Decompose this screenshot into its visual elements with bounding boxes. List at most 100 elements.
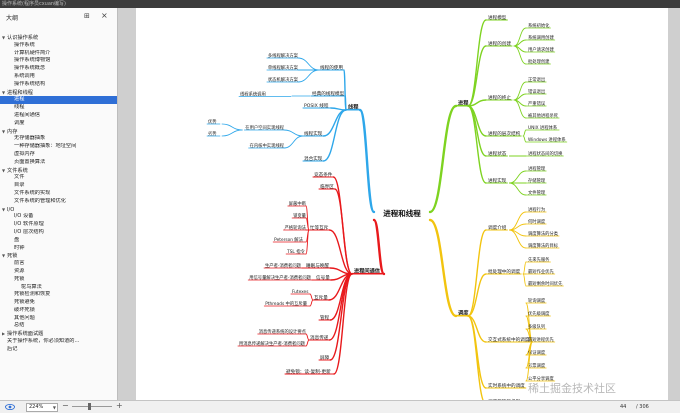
mindmap-node-label[interactable]: 进程模型 (488, 14, 507, 21)
mindmap-node-label[interactable]: 调度介绍 (488, 224, 507, 231)
sidebar-item[interactable]: 死锁检测和恢复 (0, 291, 117, 299)
mindmap-node-label[interactable]: 互斥量 (314, 294, 328, 301)
mindmap-node-label[interactable]: 调度 (458, 309, 469, 317)
mindmap-node-label[interactable]: Peterson 解法 (274, 236, 303, 243)
mindmap-node-label[interactable]: 正常退出 (528, 76, 545, 83)
mindmap-node-label[interactable]: 调度算法的分类 (528, 230, 559, 237)
mindmap-node-label[interactable]: 系统初始化 (528, 22, 550, 29)
chevron-down-icon[interactable]: ▼ (2, 253, 6, 259)
mindmap-node-label[interactable]: 竞态条件 (314, 171, 333, 178)
mindmap-node-label[interactable]: 单线程解决方案 (268, 64, 299, 71)
sidebar-item[interactable]: ▼进程和线程 (0, 89, 117, 97)
mindmap-node-label[interactable]: 在内核中实现线程 (250, 142, 285, 149)
sidebar-item[interactable]: 线程 (0, 104, 117, 112)
mindmap-node-label[interactable]: 消息传递系统的设计要点 (259, 328, 307, 335)
mindmap-node-label[interactable]: Futexes (292, 289, 309, 295)
sidebar-item[interactable]: 进程间通信 (0, 112, 117, 120)
chevron-down-icon[interactable]: ▼ (2, 89, 6, 95)
sidebar-item[interactable]: 进程 (0, 96, 117, 105)
mindmap-node-label[interactable]: 先来先服务 (528, 256, 550, 263)
mindmap-node-label[interactable]: Windows 进程体系 (528, 136, 566, 143)
mindmap-node-label[interactable]: 线程实现 (304, 130, 323, 137)
mindmap-node-label[interactable]: 实时系统中的调度 (488, 382, 525, 389)
sidebar-item[interactable]: 破坏死锁 (0, 307, 117, 315)
mindmap-node-label[interactable]: 经典的线程模型 (312, 90, 345, 97)
mindmap-node-label[interactable]: 混合实现 (304, 155, 323, 162)
sidebar-item[interactable]: 无存储器抽象 (0, 135, 117, 143)
sidebar-item[interactable]: 死锁避免 (0, 299, 117, 307)
mindmap-node-label[interactable]: 屏蔽中断 (289, 200, 307, 207)
mindmap-node-label[interactable]: 用信号量解决生产者-消费者问题 (249, 274, 311, 281)
sidebar-item[interactable]: 操作系统 (0, 42, 117, 50)
mindmap-node-label[interactable]: 错误退出 (528, 88, 545, 95)
sidebar-item[interactable]: 总结 (0, 322, 117, 330)
mindmap-node-label[interactable]: 进程的创建 (488, 40, 511, 47)
mindmap-node-label[interactable]: 交互式系统中的调度 (488, 336, 530, 343)
mindmap-node-label[interactable]: 劣势 (208, 130, 217, 137)
mindmap-root-label[interactable]: 进程和线程 (383, 208, 421, 218)
sidebar-item[interactable]: 资源 (0, 268, 117, 276)
zoom-in-button[interactable]: + (116, 401, 123, 410)
sidebar-item[interactable]: 调度 (0, 120, 117, 128)
sidebar-item[interactable]: I/O 层次结构 (0, 229, 117, 237)
mindmap-node-label[interactable]: 进程间通信 (354, 267, 381, 275)
mindmap-node-label[interactable]: 临界区 (320, 183, 334, 190)
mindmap-node-label[interactable]: 多级队列 (528, 323, 545, 330)
mindmap-node-label[interactable]: 严格轮询法 (285, 224, 307, 231)
mindmap-node-label[interactable]: 多线程解决方案 (268, 52, 299, 59)
chevron-down-icon[interactable]: ▼ (2, 206, 6, 212)
mindmap-node-label[interactable]: 优势 (208, 118, 217, 125)
sidebar-item[interactable]: 关于操作系统，你必须知道的... (0, 338, 117, 346)
mindmap-node-label[interactable]: 用户请求创建 (528, 46, 554, 53)
sidebar-item[interactable]: 页面置换算法 (0, 159, 117, 167)
mindmap-node-label[interactable]: 公平分享调度 (528, 375, 554, 382)
sidebar-item[interactable]: I/O 软件原理 (0, 221, 117, 229)
mindmap-node-label[interactable]: 进程行为 (528, 206, 545, 213)
mindmap-node-label[interactable]: 进程管理 (528, 165, 546, 172)
mindmap-node-label[interactable]: 轮询调度 (528, 297, 546, 304)
mindmap-node-label[interactable]: 进程的终止 (488, 94, 511, 101)
mindmap-node-label[interactable]: TSL 指令 (286, 248, 305, 255)
mindmap-node-label[interactable]: 忙等互斥 (310, 224, 329, 231)
close-icon[interactable]: × (101, 11, 108, 20)
sidebar-item[interactable]: 文件系统的管理和优化 (0, 198, 117, 206)
zoom-slider[interactable] (72, 406, 112, 407)
mindmap-node-label[interactable]: 线程的使用 (320, 64, 343, 71)
mindmap-node-label[interactable]: 用消息传递解决生产者-消费者问题 (239, 340, 306, 347)
mindmap-node-label[interactable]: UNIX 进程体系 (528, 124, 558, 131)
sidebar-item[interactable]: 系统调用 (0, 73, 117, 81)
mindmap-node-label[interactable]: 进程状态间的切换 (528, 150, 563, 157)
chevron-down-icon[interactable]: ▼ (2, 35, 6, 40)
mindmap-node-label[interactable]: Pthreads 中的互斥量 (265, 300, 307, 307)
sidebar-item[interactable]: 前言 (0, 260, 117, 268)
mindmap-node-label[interactable]: 管程 (320, 314, 330, 321)
mindmap-node-label[interactable]: POSIX 线程 (304, 102, 329, 109)
sidebar-item[interactable]: ▼认识操作系统 (0, 34, 117, 42)
mindmap-node-label[interactable]: 信号量 (316, 274, 330, 281)
chevron-down-icon[interactable]: ▼ (2, 167, 6, 173)
sidebar-item[interactable]: 一种存储器抽象：地址空间 (0, 143, 117, 151)
mindmap-node-label[interactable]: 优先级调度 (528, 310, 550, 317)
mindmap-node-label[interactable]: 彩票调度 (528, 362, 546, 369)
mindmap-node-label[interactable]: 被其他进程杀死 (528, 112, 559, 119)
sidebar-item[interactable]: ▼内存 (0, 128, 117, 136)
document-canvas[interactable]: 进程和线程进程进程模型进程的创建系统初始化系统调用创建用户请求创建批处理创建进程… (118, 8, 680, 400)
sidebar-item[interactable]: ▼死锁 (0, 252, 117, 260)
mindmap-node-label[interactable]: 进程实现 (488, 177, 507, 184)
mindmap-node-label[interactable]: 屏障 (320, 354, 330, 361)
mindmap-node-label[interactable]: 锁变量 (293, 212, 307, 219)
sidebar-item[interactable]: I/O 设备 (0, 213, 117, 221)
sidebar-item[interactable]: 虚拟内存 (0, 151, 117, 159)
add-bookmark-icon[interactable]: ⊞ (84, 12, 90, 20)
mindmap-node-label[interactable]: 系统调用创建 (528, 34, 554, 41)
sidebar-item[interactable]: ▼I/O (0, 206, 117, 214)
mindmap-node-label[interactable]: 线程 (348, 103, 359, 111)
mindmap-node-label[interactable]: 睡眠与唤醒 (306, 262, 329, 269)
sidebar-item[interactable]: 文件系统的实现 (0, 190, 117, 198)
mindmap-node-label[interactable]: 调度算法的目标 (528, 242, 559, 249)
sidebar-item[interactable]: 鸵鸟算法 (0, 284, 117, 292)
mindmap-node-label[interactable]: 调度策略和机制 (488, 398, 521, 400)
sidebar-item[interactable]: 其他问题 (0, 315, 117, 323)
eye-icon[interactable] (5, 402, 15, 412)
page-number[interactable]: 44 (620, 404, 627, 410)
